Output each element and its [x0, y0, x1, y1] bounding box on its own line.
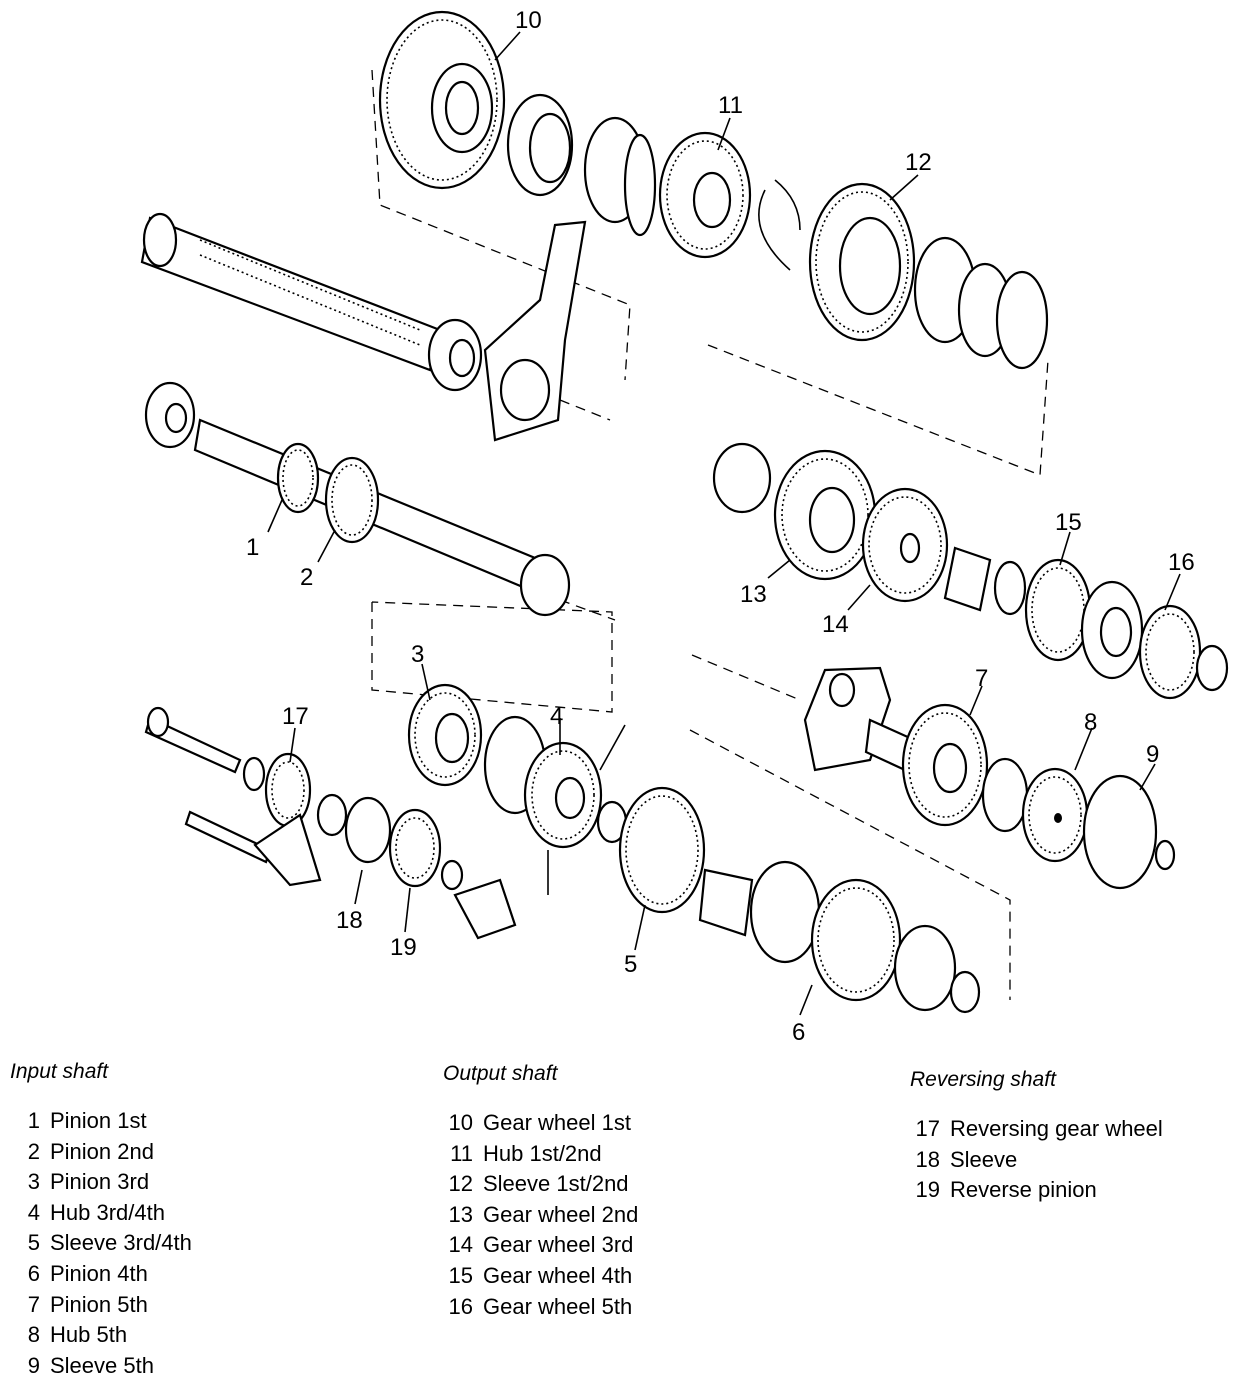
legend-title-output-shaft: Output shaft	[443, 1062, 558, 1085]
input-shaft-drawing	[140, 212, 483, 392]
callout-leaders	[267, 31, 1181, 1016]
callout-14: 14	[822, 611, 849, 638]
callout-13: 13	[740, 581, 767, 608]
legend-title-reversing-shaft: Reversing shaft	[910, 1068, 1056, 1091]
callout-7: 7	[975, 665, 988, 692]
callout-labels: 1 2 3 4 5 6 7 8 9 10 11 12 13 14 15 16 1…	[246, 7, 1195, 1046]
sleeve-3rd-4th-drawing	[618, 786, 981, 1014]
synchro-rings-right	[913, 236, 1049, 370]
assembly-lines	[371, 69, 1049, 1000]
callout-12: 12	[905, 149, 932, 176]
callout-10: 10	[515, 7, 542, 34]
hub-3rd-4th-drawing	[407, 683, 628, 895]
callout-15: 15	[1055, 509, 1082, 536]
callout-3: 3	[411, 641, 424, 668]
selector-fork-drawing	[483, 220, 587, 442]
callout-9: 9	[1146, 741, 1159, 768]
hub-1st-2nd-drawing	[658, 131, 801, 271]
reversing-shaft-drawing	[144, 706, 517, 940]
callout-5: 5	[624, 951, 637, 978]
callout-8: 8	[1084, 709, 1097, 736]
fifth-gear-drawing	[803, 666, 1176, 890]
synchro-rings-top	[506, 93, 657, 237]
gearbox-exploded-diagram: 1 2 3 4 5 6 7 8 9 10 11 12 13 14 15 16 1…	[140, 7, 1229, 1046]
sleeve-1st-2nd-drawing	[808, 182, 916, 342]
output-gear-1st-drawing	[378, 10, 506, 190]
callout-17: 17	[282, 703, 309, 730]
callout-18: 18	[336, 907, 363, 934]
callout-16: 16	[1168, 549, 1195, 576]
output-gears-drawing	[712, 442, 1229, 700]
callout-1: 1	[246, 534, 259, 561]
callout-11: 11	[718, 92, 743, 119]
callout-19: 19	[390, 934, 417, 961]
legend-title-input-shaft: Input shaft	[10, 1060, 109, 1083]
callout-4: 4	[550, 703, 563, 730]
callout-2: 2	[300, 564, 313, 591]
callout-6: 6	[792, 1019, 805, 1046]
main-shaft-drawing	[144, 381, 571, 617]
